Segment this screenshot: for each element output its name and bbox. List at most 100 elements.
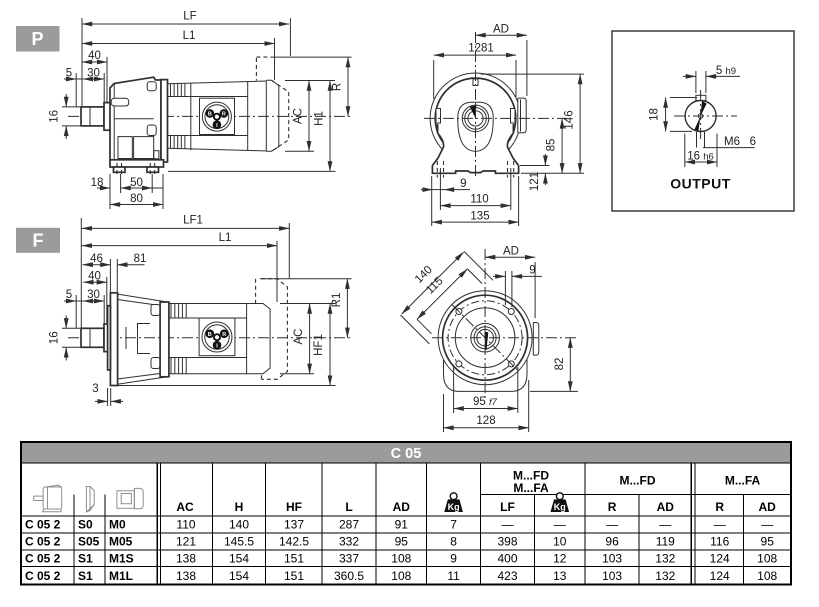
- svg-text:LF: LF: [183, 11, 196, 23]
- svg-text:18: 18: [91, 177, 104, 189]
- svg-text:R: R: [715, 500, 724, 514]
- svg-text:91: 91: [395, 518, 409, 532]
- svg-text:128: 128: [476, 415, 495, 427]
- svg-text:C 05 2: C 05 2: [25, 551, 61, 565]
- svg-text:16: 16: [49, 331, 61, 344]
- svg-text:108: 108: [757, 569, 777, 583]
- svg-text:154: 154: [229, 569, 249, 583]
- svg-text:18: 18: [649, 108, 661, 121]
- svg-text:110: 110: [176, 518, 195, 532]
- svg-text:142.5: 142.5: [279, 535, 309, 549]
- svg-text:R1: R1: [331, 293, 343, 308]
- svg-text:81: 81: [134, 253, 147, 265]
- svg-text:132: 132: [655, 551, 675, 565]
- svg-text:C 05 2: C 05 2: [25, 535, 61, 549]
- svg-text:12: 12: [553, 551, 567, 565]
- svg-text:116: 116: [710, 535, 729, 549]
- svg-text:8: 8: [450, 535, 457, 549]
- svg-text:—: —: [606, 518, 618, 532]
- svg-text:Kg: Kg: [554, 502, 566, 512]
- svg-text:F: F: [33, 231, 44, 251]
- svg-text:I: I: [216, 123, 218, 129]
- svg-text:5: 5: [66, 67, 72, 79]
- svg-text:85: 85: [546, 139, 558, 152]
- svg-text:121: 121: [529, 172, 541, 191]
- svg-text:AD: AD: [393, 500, 411, 514]
- svg-text:—: —: [714, 518, 726, 532]
- svg-text:9: 9: [450, 551, 457, 565]
- svg-text:151: 151: [284, 551, 304, 565]
- svg-text:108: 108: [391, 569, 411, 583]
- svg-text:AC: AC: [176, 500, 194, 514]
- svg-text:398: 398: [497, 535, 517, 549]
- svg-text:R: R: [608, 500, 617, 514]
- svg-text:337: 337: [339, 551, 359, 565]
- svg-text:S05: S05: [78, 535, 100, 549]
- svg-text:M1S: M1S: [109, 551, 134, 565]
- svg-text:96: 96: [605, 535, 619, 549]
- svg-text:80: 80: [130, 193, 143, 205]
- svg-text:30: 30: [87, 289, 100, 301]
- svg-text:332: 332: [339, 535, 359, 549]
- svg-text:50: 50: [130, 177, 143, 189]
- svg-text:5: 5: [66, 289, 72, 301]
- svg-text:151: 151: [284, 569, 304, 583]
- svg-text:—: —: [659, 518, 671, 532]
- svg-text:H: H: [235, 500, 244, 514]
- svg-text:B: B: [208, 112, 212, 118]
- svg-text:L1: L1: [183, 30, 196, 42]
- svg-text:Kg: Kg: [448, 502, 460, 512]
- svg-text:124: 124: [710, 551, 730, 565]
- svg-text:138: 138: [176, 551, 196, 565]
- svg-text:82: 82: [554, 358, 566, 371]
- svg-text:124: 124: [710, 569, 730, 583]
- svg-text:9: 9: [529, 265, 535, 277]
- svg-text:AD: AD: [493, 24, 509, 36]
- svg-text:R: R: [332, 83, 344, 91]
- svg-text:L: L: [345, 500, 352, 514]
- svg-text:M1L: M1L: [109, 569, 133, 583]
- svg-text:108: 108: [757, 551, 777, 565]
- svg-text:AD: AD: [759, 500, 777, 514]
- svg-text:132: 132: [655, 569, 675, 583]
- svg-text:P: P: [31, 29, 43, 49]
- svg-text:HF: HF: [286, 500, 302, 514]
- svg-text:10: 10: [553, 535, 567, 549]
- svg-text:110: 110: [470, 193, 488, 205]
- svg-text:103: 103: [602, 551, 622, 565]
- svg-text:5 h9: 5 h9: [716, 65, 736, 77]
- svg-text:16 h6: 16 h6: [687, 151, 714, 163]
- svg-text:140: 140: [229, 518, 249, 532]
- svg-text:119: 119: [656, 535, 675, 549]
- svg-text:S0: S0: [78, 518, 93, 532]
- svg-text:M6 6: M6 6: [724, 136, 756, 148]
- svg-text:M...FA: M...FA: [513, 481, 549, 495]
- svg-text:M0: M0: [109, 518, 126, 532]
- svg-text:M...FD: M...FD: [620, 474, 656, 488]
- svg-text:L1: L1: [219, 232, 232, 244]
- svg-text:LF: LF: [500, 500, 515, 514]
- svg-text:—: —: [502, 518, 514, 532]
- svg-text:287: 287: [339, 518, 359, 532]
- svg-text:I: I: [216, 344, 218, 350]
- svg-text:13: 13: [553, 569, 567, 583]
- svg-text:40: 40: [88, 270, 101, 282]
- svg-text:121: 121: [176, 535, 196, 549]
- svg-text:1281: 1281: [468, 43, 494, 55]
- svg-text:95: 95: [395, 535, 409, 549]
- svg-text:OUTPUT: OUTPUT: [670, 176, 731, 192]
- svg-text:M...FA: M...FA: [725, 474, 761, 488]
- svg-text:30: 30: [87, 67, 100, 79]
- svg-text:16: 16: [49, 110, 61, 123]
- svg-text:9: 9: [460, 178, 466, 190]
- svg-text:146: 146: [564, 110, 576, 129]
- svg-text:360.5: 360.5: [334, 569, 364, 583]
- svg-text:B: B: [208, 332, 212, 338]
- svg-text:AD: AD: [657, 500, 675, 514]
- svg-text:108: 108: [391, 551, 411, 565]
- svg-text:C 05: C 05: [391, 446, 422, 462]
- svg-text:7: 7: [450, 518, 457, 532]
- svg-text:11: 11: [447, 569, 460, 583]
- svg-text:R: R: [222, 332, 226, 338]
- svg-text:C 05 2: C 05 2: [25, 518, 61, 532]
